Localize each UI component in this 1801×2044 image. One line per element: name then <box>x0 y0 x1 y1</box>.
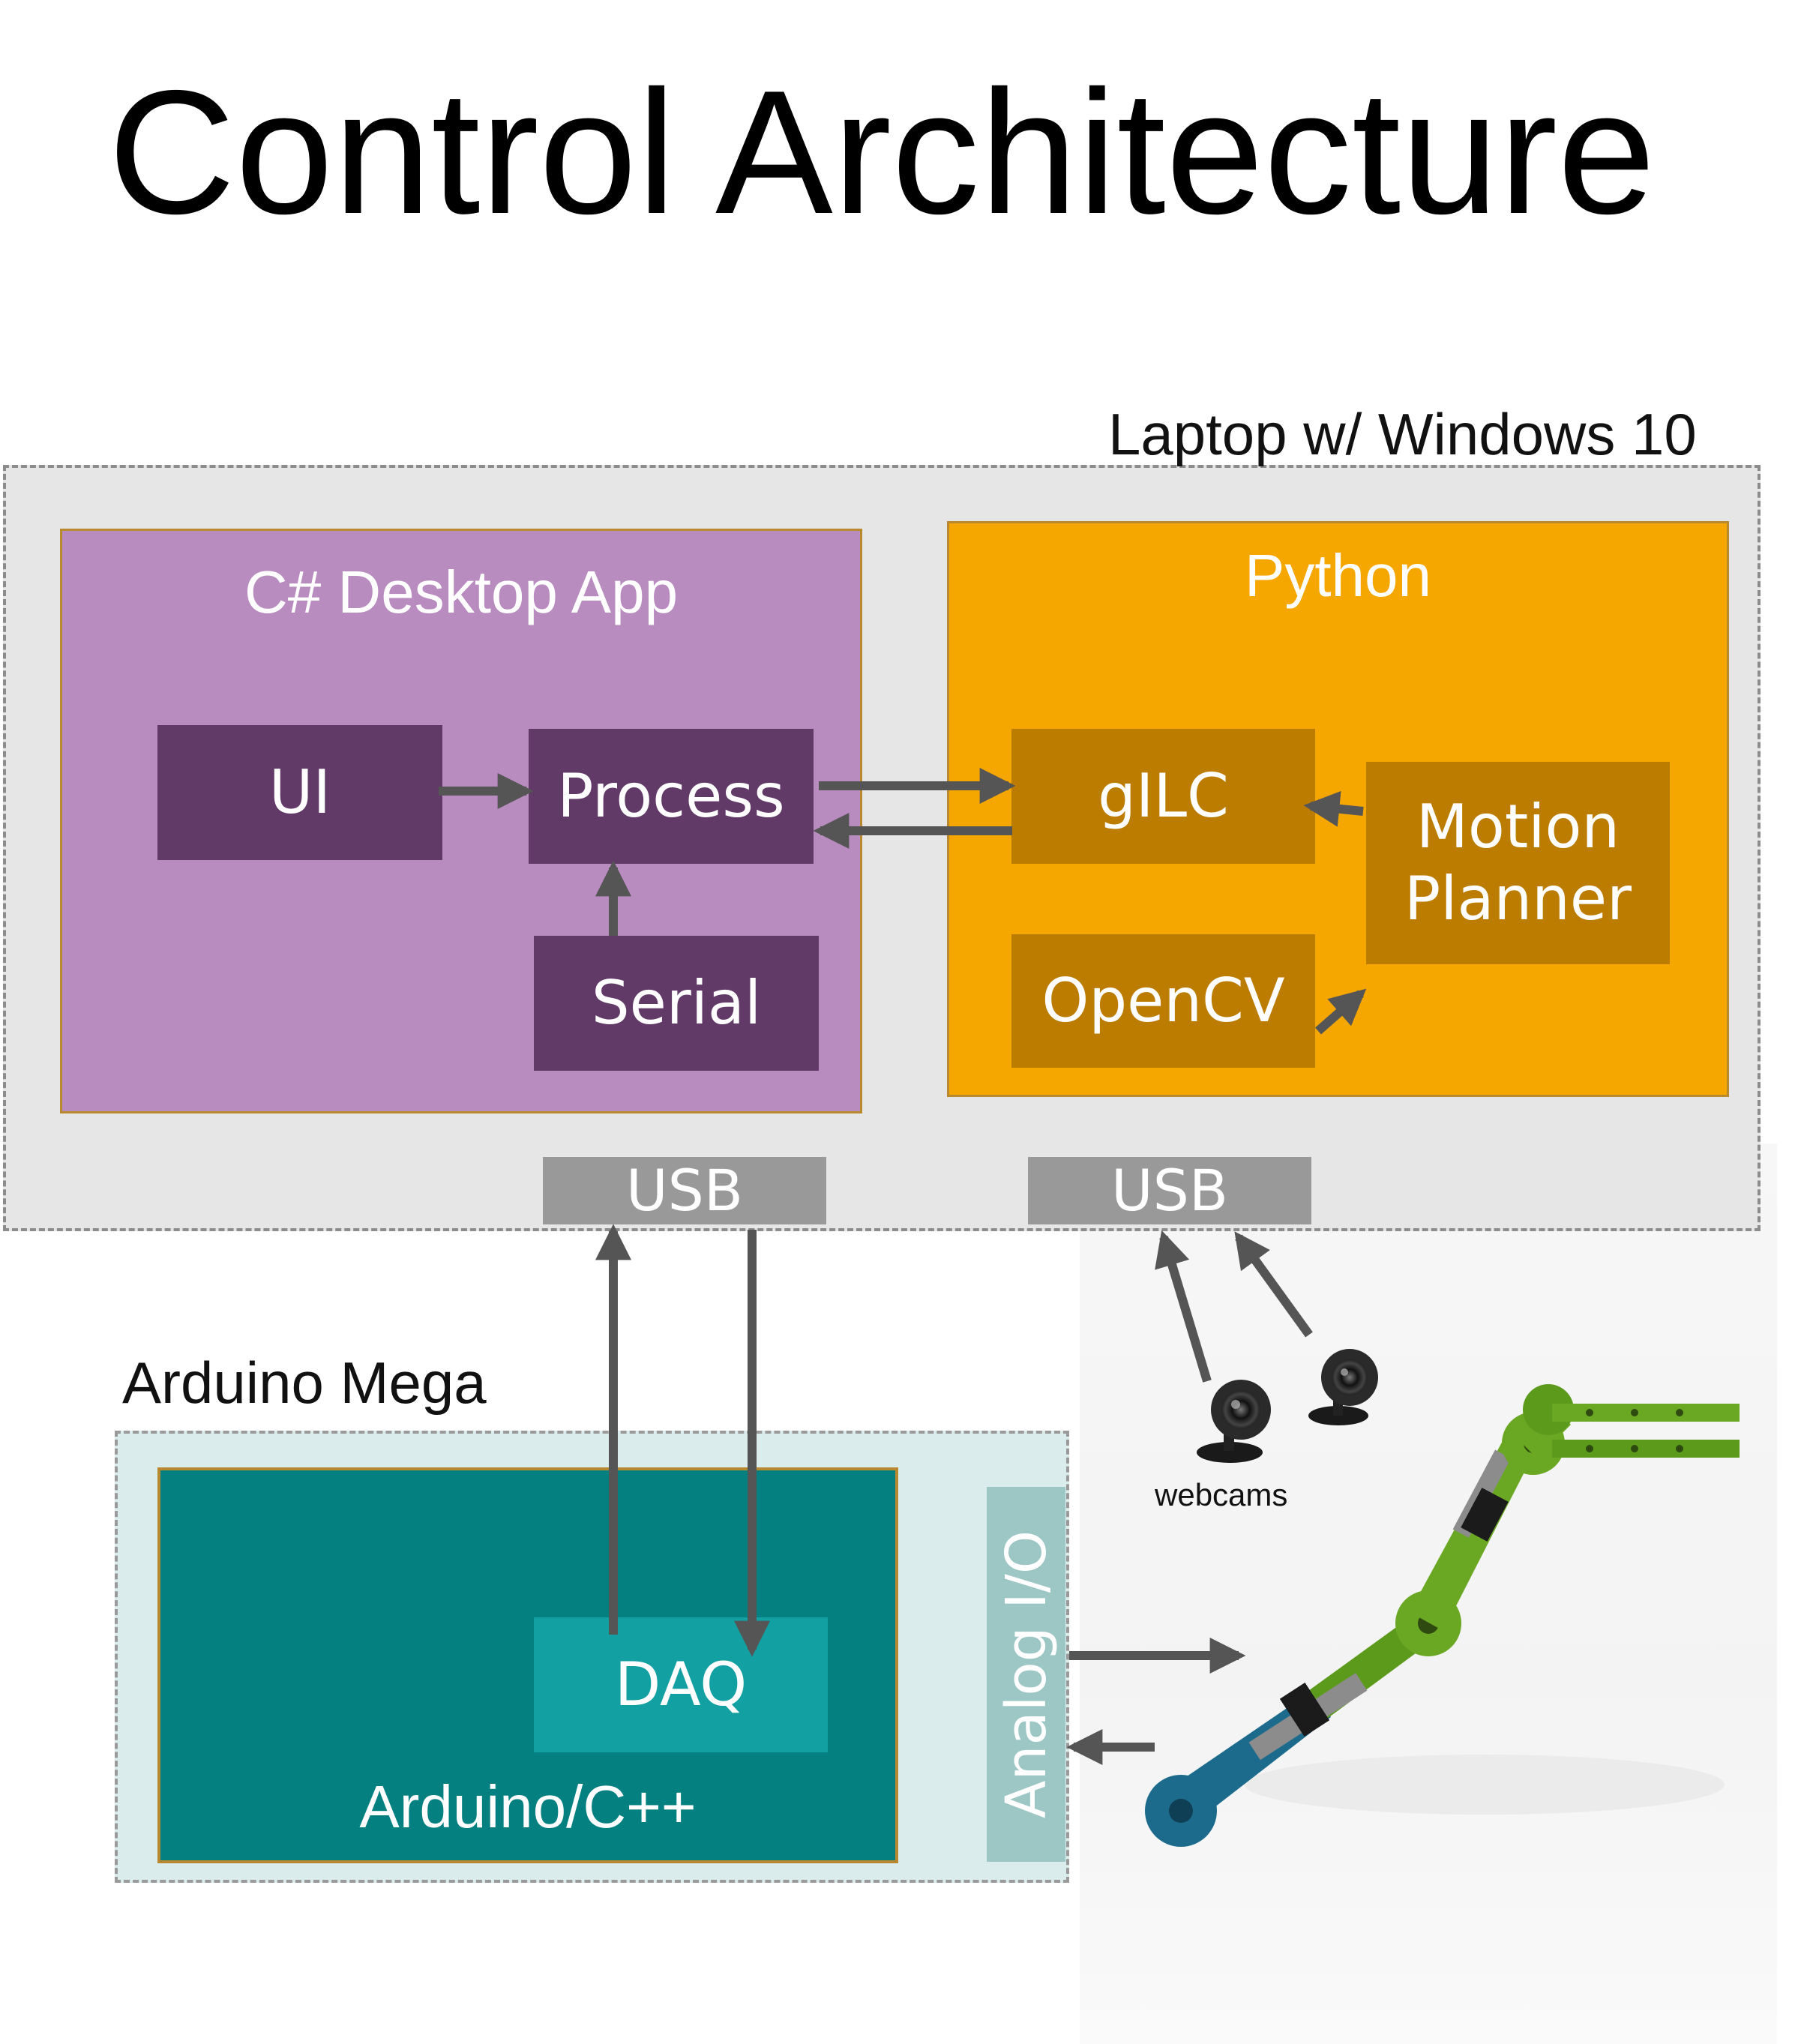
ui-block: UI <box>157 725 442 860</box>
gilc-block: gILC <box>1011 729 1315 864</box>
motion-planner-block: Motion Planner <box>1366 762 1670 964</box>
arduino-cpp-title: Arduino/C++ <box>359 1773 697 1840</box>
laptop-label: Laptop w/ Windows 10 <box>1108 401 1697 467</box>
process-block: Process <box>529 729 814 864</box>
webcam-icon <box>1308 1349 1378 1425</box>
csharp-app-title: C# Desktop App <box>244 559 679 625</box>
opencv-block: OpenCV <box>1011 934 1315 1068</box>
arduino-label: Arduino Mega <box>122 1350 487 1416</box>
usb-port-left: USB <box>543 1157 826 1224</box>
usb-port-right: USB <box>1028 1157 1311 1224</box>
serial-block: Serial <box>534 936 819 1071</box>
webcams-caption: webcams <box>1155 1477 1288 1512</box>
daq-block: DAQ <box>534 1617 828 1752</box>
arrow-motion-planner-to-gilc <box>1303 790 1364 827</box>
arrow-opencv-to-motion-planner <box>1315 988 1367 1035</box>
python-title: Python <box>1244 542 1432 609</box>
arrow-webcam1-to-usb <box>1155 1230 1212 1383</box>
robot-arm-image <box>1145 1384 1740 1847</box>
analog-io-block: Analog I/O <box>987 1487 1065 1862</box>
webcam-icon <box>1197 1380 1271 1463</box>
arrow-webcam2-to-usb <box>1234 1231 1313 1338</box>
page-title: Control Architecture <box>108 53 1656 250</box>
